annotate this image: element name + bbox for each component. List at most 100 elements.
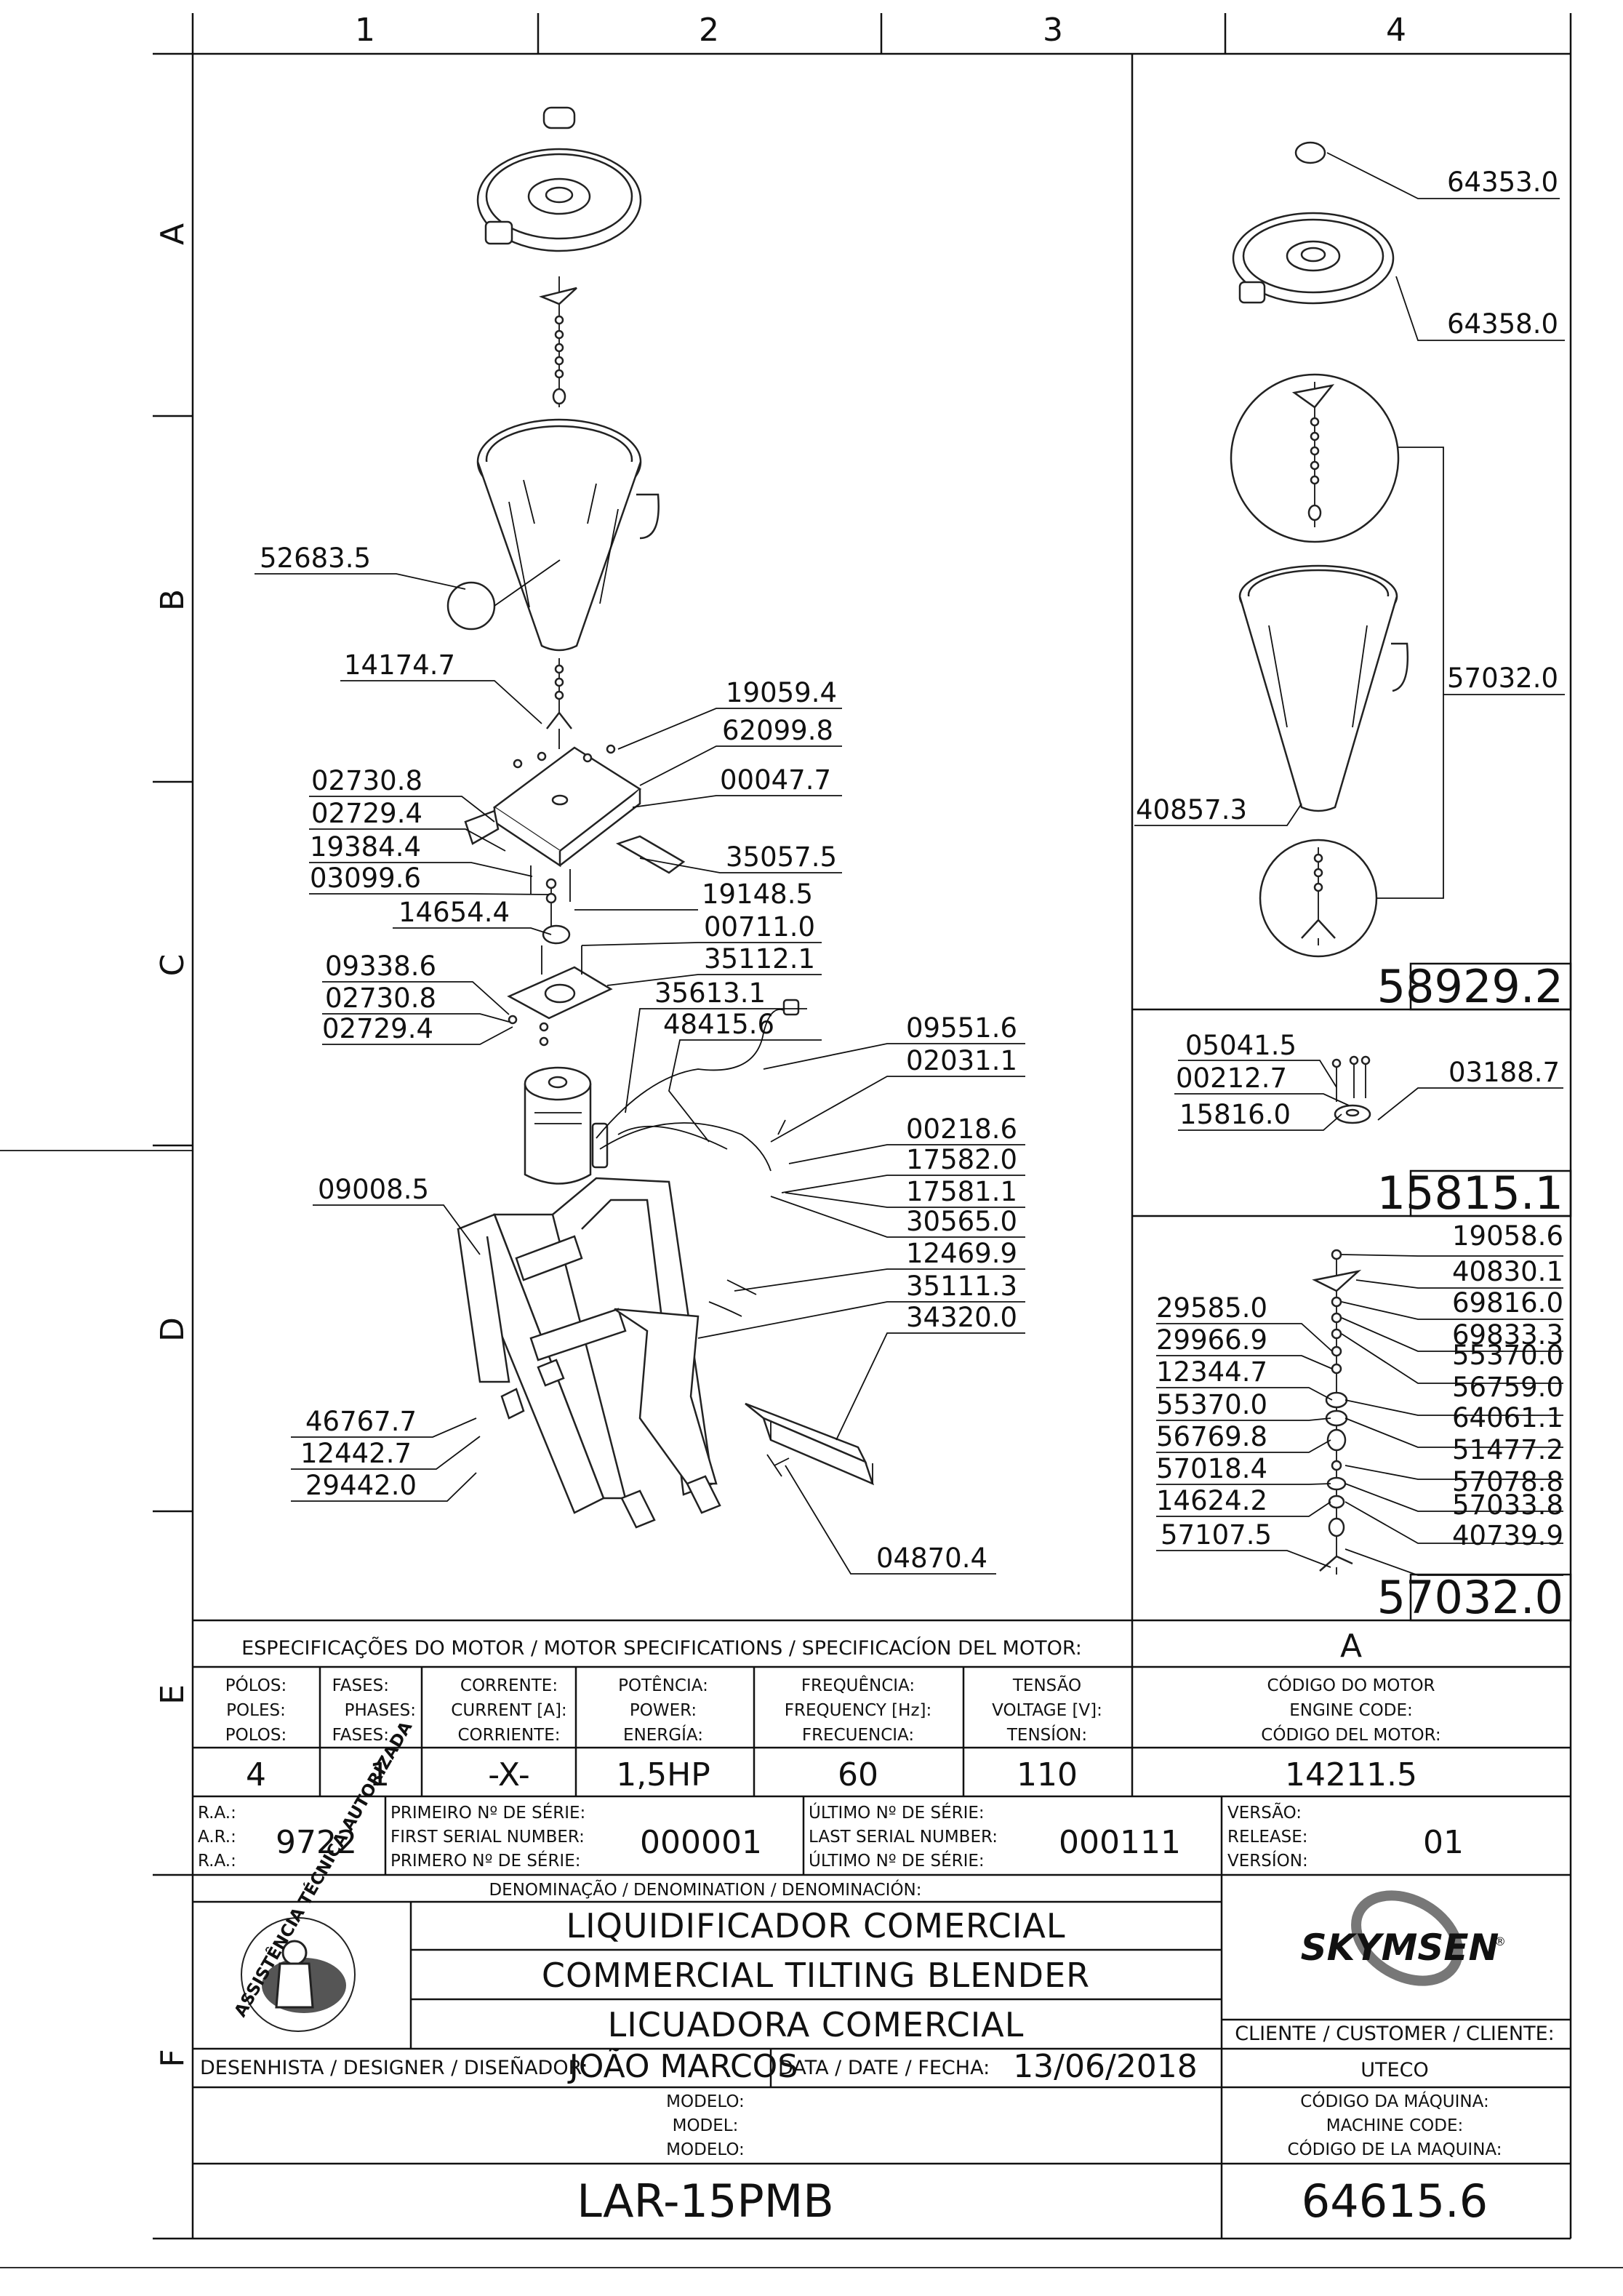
svg-text:ÚLTIMO Nº DE SÉRIE:: ÚLTIMO Nº DE SÉRIE:: [809, 1802, 985, 1823]
svg-text:CÓDIGO DEL MOTOR:: CÓDIGO DEL MOTOR:: [1261, 1724, 1440, 1745]
part-number: 35112.1: [704, 943, 815, 975]
part-number: 02730.8: [311, 765, 422, 796]
spec-value: 1: [369, 1756, 390, 1793]
svg-text:®: ®: [1494, 1935, 1506, 1948]
part-number: 51477.2: [1452, 1434, 1563, 1465]
client-name: UTECO: [1360, 2059, 1428, 2081]
svg-text:POWER:: POWER:: [630, 1701, 697, 1720]
svg-text:CÓDIGO DA MÁQUINA:: CÓDIGO DA MÁQUINA:: [1300, 2091, 1488, 2111]
part-number: 12469.9: [906, 1238, 1017, 1269]
part-number: 19384.4: [310, 831, 421, 863]
svg-text:ENERGÍA:: ENERGÍA:: [623, 1724, 703, 1745]
brand-name: SKYMSEN: [1301, 1927, 1499, 1969]
svg-text:PÓLOS:: PÓLOS:: [225, 1675, 286, 1695]
lid-drawing-side: [1232, 141, 1395, 305]
part-number: 57018.4: [1156, 1453, 1267, 1484]
side-view-blade-shaft: 29585.0 29966.9 12344.7 55370.0 56769.8 …: [1156, 1220, 1563, 1624]
motor-drawing: [524, 1066, 609, 1185]
spec-phases: FASES: PHASES: FASES: 1: [332, 1676, 416, 1793]
svg-text:MODELO:: MODELO:: [666, 2140, 745, 2159]
side-view-lid-cup: 64353.0 64358.0 57032.0 40857.3 58929.2: [1134, 141, 1565, 1013]
part-number: 40739.9: [1452, 1520, 1563, 1551]
part-number: 17582.0: [906, 1144, 1017, 1175]
part-number: 17581.1: [906, 1176, 1017, 1207]
assembly-code: 58929.2: [1377, 960, 1563, 1013]
product-name-pt: LIQUIDIFICADOR COMERCIAL: [566, 1906, 1066, 1945]
svg-text:MODEL:: MODEL:: [673, 2116, 739, 2135]
svg-text:CURRENT [A]:: CURRENT [A]:: [451, 1701, 566, 1720]
svg-text:A.R.:: A.R.:: [198, 1828, 236, 1847]
part-number: 02729.4: [311, 798, 422, 829]
cup-drawing-side: [1238, 564, 1408, 812]
part-number: 56769.8: [1156, 1421, 1267, 1452]
part-number: 02031.1: [906, 1045, 1017, 1076]
base-plate-drawing: [464, 744, 686, 874]
part-number: 02730.8: [325, 983, 436, 1014]
part-number: 55370.0: [1156, 1389, 1267, 1420]
lid-drawing: [476, 106, 642, 252]
part-number: 35111.3: [906, 1271, 1017, 1302]
svg-text:POLES:: POLES:: [226, 1701, 286, 1720]
part-number: 09338.6: [325, 951, 436, 982]
svg-text:CORRIENTE:: CORRIENTE:: [458, 1726, 561, 1745]
spec-value: -X-: [488, 1756, 530, 1793]
coupling-drawing: [1331, 1055, 1371, 1124]
grid-row-E: E: [154, 1684, 191, 1705]
part-number: 14654.4: [398, 897, 510, 928]
part-number: 56759.0: [1452, 1372, 1563, 1403]
svg-text:VERSÍON:: VERSÍON:: [1227, 1850, 1308, 1871]
last-serial-number: 000111: [1059, 1824, 1181, 1861]
grid-row-D: D: [154, 1317, 191, 1342]
part-number: 57107.5: [1161, 1519, 1272, 1551]
svg-text:VERSÃO:: VERSÃO:: [1227, 1802, 1302, 1823]
serial-row: R.A.: A.R.: R.A.: 9722 PRIMEIRO Nº DE SÉ…: [193, 1796, 1571, 1876]
part-number: 14624.2: [1156, 1485, 1267, 1516]
part-number: 15816.0: [1179, 1099, 1291, 1130]
main-leader-lines: [255, 573, 1025, 1575]
svg-text:CORRENTE:: CORRENTE:: [460, 1676, 558, 1695]
svg-text:R.A.:: R.A.:: [198, 1804, 236, 1823]
blade-shaft-leaders: [1156, 1254, 1563, 1576]
first-serial-number: 000001: [640, 1824, 762, 1861]
svg-text:ÚLTIMO Nº DE SÉRIE:: ÚLTIMO Nº DE SÉRIE:: [809, 1850, 985, 1871]
part-number: 35057.5: [726, 841, 837, 873]
svg-text:MACHINE CODE:: MACHINE CODE:: [1326, 2116, 1464, 2135]
designer-name: JOÃO MARCOS: [567, 2047, 798, 2085]
blade-shaft-drawing: [1312, 1249, 1362, 1575]
ra-number: 9722: [276, 1824, 357, 1861]
spec-power: POTÊNCIA: POWER: ENERGÍA: 1,5HP: [616, 1675, 710, 1793]
assembly-code: 15815.1: [1377, 1167, 1563, 1220]
svg-text:POLOS:: POLOS:: [225, 1726, 286, 1745]
part-number: 00218.6: [906, 1113, 1017, 1145]
part-number: 04870.4: [876, 1543, 987, 1574]
svg-text:MODELO:: MODELO:: [666, 2092, 745, 2111]
grid-row-labels: A B C D E F: [154, 223, 191, 2068]
part-number: 62099.8: [722, 715, 833, 746]
version-number: 01: [1423, 1824, 1464, 1861]
svg-text:RELEASE:: RELEASE:: [1227, 1828, 1307, 1847]
part-number: 05041.5: [1185, 1030, 1297, 1061]
spec-voltage: TENSÃO VOLTAGE [V]: TENSÍON: 110: [992, 1675, 1102, 1793]
motor-bracket-drawing: [507, 945, 613, 1047]
part-number: 40830.1: [1452, 1256, 1563, 1287]
fasteners-drawing: [530, 865, 571, 945]
spec-frequency: FREQUÊNCIA: FREQUENCY [Hz]: FRECUENCIA: …: [785, 1675, 932, 1793]
svg-text:FASES:: FASES:: [332, 1726, 389, 1745]
svg-text:PHASES:: PHASES:: [345, 1701, 416, 1720]
svg-text:PRIMERO Nº DE SÉRIE:: PRIMERO Nº DE SÉRIE:: [390, 1850, 581, 1871]
part-number: 69816.0: [1452, 1287, 1563, 1319]
svg-text:R.A.:: R.A.:: [198, 1852, 236, 1871]
part-number: 12344.7: [1156, 1356, 1267, 1388]
grid-row-C: C: [154, 954, 191, 977]
part-number: 14174.7: [344, 649, 455, 681]
part-number: 34320.0: [906, 1302, 1017, 1333]
svg-text:FREQUÊNCIA:: FREQUÊNCIA:: [801, 1675, 915, 1695]
grid-column-labels: 1 2 3 4: [355, 12, 1406, 49]
part-number: 29585.0: [1156, 1292, 1267, 1324]
svg-text:FRECUENCIA:: FRECUENCIA:: [802, 1726, 914, 1745]
model-code: LAR-15PMB: [577, 2175, 834, 2228]
stand-frame-drawing: [457, 1177, 875, 1529]
spec-current: CORRENTE: CURRENT [A]: CORRIENTE: -X-: [451, 1676, 566, 1793]
spec-value: 110: [1017, 1756, 1078, 1793]
machine-code: 64615.6: [1302, 2175, 1488, 2228]
